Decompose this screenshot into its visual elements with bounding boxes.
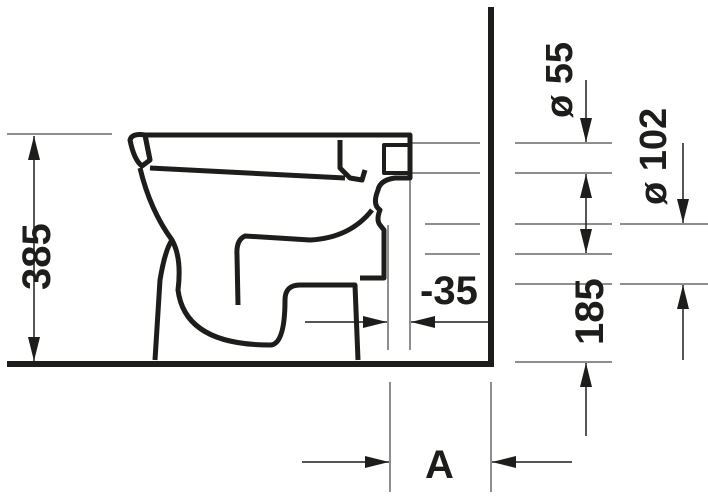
distance-a-label: A (425, 443, 454, 487)
diameter-55-label: ø 55 (539, 42, 581, 118)
outlet-height-185-label: 185 (568, 278, 612, 345)
offset-35-label: -35 (420, 269, 478, 313)
height-385-label: 385 (15, 223, 59, 290)
diameter-102-label: ø 102 (633, 108, 675, 205)
toilet-outline (127, 132, 413, 361)
